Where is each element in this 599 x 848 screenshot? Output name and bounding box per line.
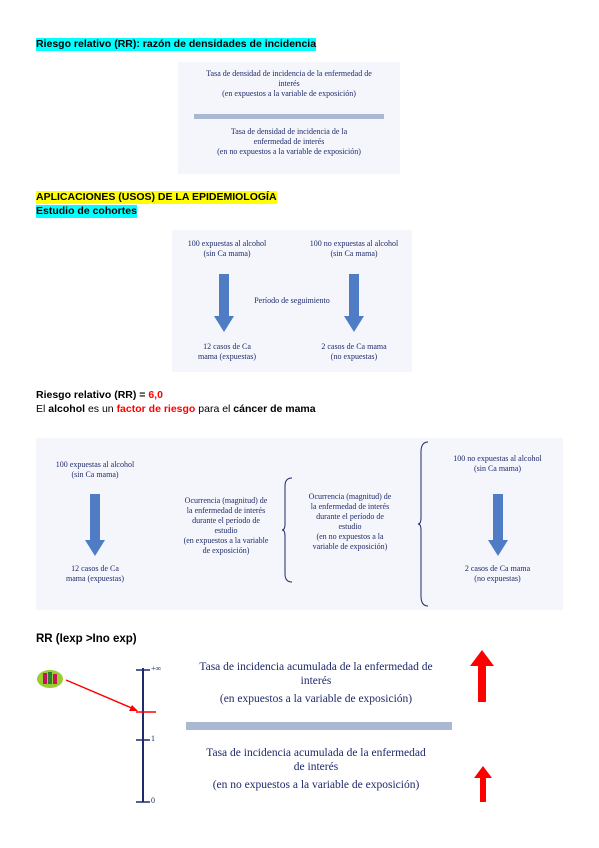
pointer-arrowhead-icon — [129, 705, 138, 711]
up-arrow-icon — [474, 766, 492, 802]
unexposed-end: 2 casos de Ca mama (no expuestas) — [321, 342, 387, 361]
occurrence-unexposed: Ocurrencia (magnitud) de la enfermedad d… — [308, 492, 392, 551]
rr-density-title: Riesgo relativo (RR): razón de densidade… — [36, 38, 317, 51]
down-arrow-icon — [214, 274, 234, 332]
applications-title: APLICACIONES (USOS) DE LA EPIDEMIOLOGÍA — [36, 191, 277, 204]
follow-up-label: Período de seguimiento — [254, 296, 330, 305]
occurrence-diagram: 100 expuestas al alcohol (sin Ca mama) 1… — [36, 438, 563, 610]
density-numerator: Tasa de densidad de incidencia de la enf… — [206, 69, 372, 98]
highlighted-figure-icon — [37, 670, 63, 688]
exposed-end: 12 casos de Ca mama (expuestas) — [198, 342, 256, 361]
down-arrow-icon — [488, 494, 508, 556]
cohort-diagram: 100 expuestas al alcohol (sin Ca mama) 1… — [172, 230, 412, 372]
left-brace-icon — [281, 477, 293, 583]
up-arrow-icon — [470, 650, 494, 702]
scale-top-label: +∞ — [151, 664, 162, 673]
fraction-bar — [194, 114, 384, 119]
cumulative-numerator: Tasa de incidencia acumulada de la enfer… — [199, 661, 433, 705]
down-arrow-icon — [344, 274, 364, 332]
scale-bottom-label: 0 — [151, 796, 155, 805]
fraction-bar — [186, 722, 452, 730]
exposed-start: 100 expuestas al alcohol (sin Ca mama) — [187, 239, 267, 258]
unexposed-start: 100 no expuestas al alcohol (sin Ca mama… — [309, 239, 399, 258]
down-arrow-icon — [85, 494, 105, 556]
occurrence-exposed: Ocurrencia (magnitud) de la enfermedad d… — [183, 496, 269, 555]
rr-comparison-title: RR (Iexp >Ino exp) — [36, 633, 137, 645]
left-end: 12 casos de Ca mama (expuestas) — [66, 564, 124, 583]
density-denominator: Tasa de densidad de incidencia de la enf… — [217, 127, 361, 156]
density-ratio-panel: Tasa de densidad de incidencia de la enf… — [178, 62, 400, 174]
right-start: 100 no expuestas al alcohol (sin Ca mama… — [453, 454, 542, 473]
rr-result: Riesgo relativo (RR) = 6,0 — [36, 389, 163, 401]
left-start: 100 expuestas al alcohol (sin Ca mama) — [55, 460, 135, 479]
rr-scale — [37, 668, 156, 803]
right-end: 2 casos de Ca mama (no expuestas) — [464, 564, 531, 583]
conclusion-sentence: El alcohol es un factor de riesgo para e… — [36, 403, 316, 415]
cumulative-denominator: Tasa de incidencia acumulada de la enfer… — [206, 747, 426, 791]
pointer-line — [65, 679, 135, 710]
cohort-subtitle: Estudio de cohortes — [36, 205, 137, 218]
scale-mid-label: 1 — [151, 734, 155, 743]
left-brace-icon — [417, 441, 429, 607]
